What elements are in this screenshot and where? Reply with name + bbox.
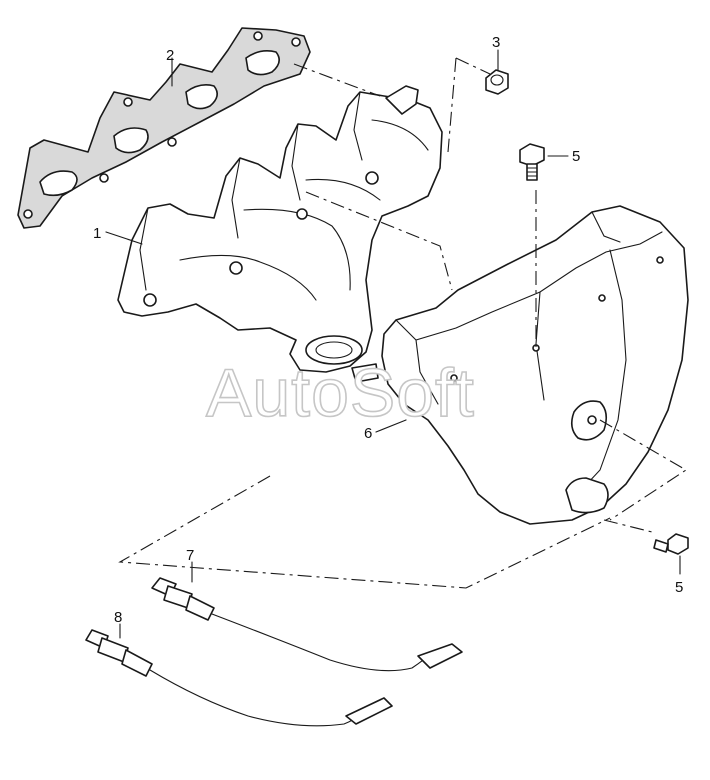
- bolt-upper: [519, 143, 545, 181]
- callout-1: 1: [93, 225, 101, 242]
- callout-8: 8: [114, 609, 122, 626]
- callout-leaders: [105, 49, 681, 639]
- manifold-gasket: [17, 27, 311, 229]
- oxygen-sensor-upper: [151, 577, 463, 672]
- callout-7: 7: [186, 547, 194, 564]
- oxygen-sensor-lower: [85, 629, 393, 727]
- exhaust-manifold: [117, 85, 443, 383]
- callout-5-lower: 5: [675, 579, 683, 596]
- assembly-lines: [118, 57, 688, 589]
- watermark: AutoSoft: [206, 355, 475, 431]
- bolt-lower: [653, 533, 689, 555]
- callout-2: 2: [166, 47, 174, 64]
- callout-6: 6: [364, 425, 372, 442]
- callout-5-upper: 5: [572, 148, 580, 165]
- callout-3: 3: [492, 34, 500, 51]
- heat-shield: [381, 205, 689, 525]
- nut: [485, 69, 509, 95]
